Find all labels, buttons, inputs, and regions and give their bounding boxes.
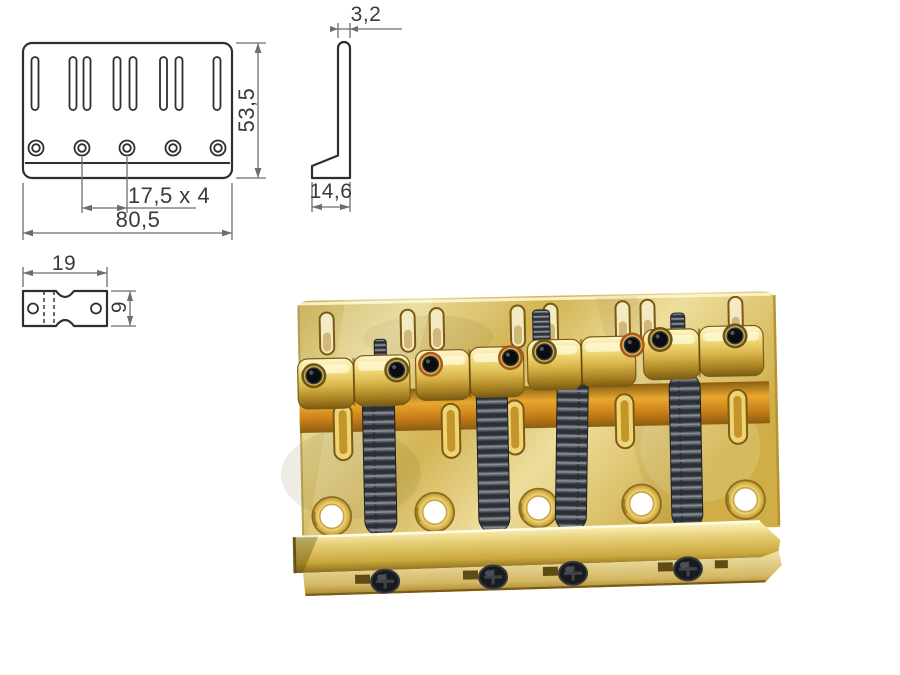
dim-label-hole-spacing: 17,5 x 4 [127,183,211,208]
dim-label-saddle-depth: 9 [108,300,131,314]
dim-label-plate-width: 80,5 [115,207,161,232]
photo-saddles [297,322,765,410]
dim-label-plate-height: 53,5 [234,87,259,133]
photo-springs [361,362,704,536]
photo-tab-slots [332,388,749,462]
dimension-lines-profile [311,23,402,212]
dim-label-base-depth: 14,6 [309,180,353,203]
dim-label-saddle-width: 19 [51,252,77,275]
saddle-top-view-drawing [21,267,136,328]
string-slots [30,56,222,111]
dim-label-wall-thickness: 3,2 [350,3,382,26]
dimension-lines-saddle [22,267,136,327]
dimension-lines-front [22,42,266,240]
product-photo [280,291,782,597]
plate-front-view-drawing [21,41,266,240]
photo-front-lip [292,520,781,574]
mounting-holes [27,139,227,157]
photo-bottom-strip [302,551,782,597]
side-profile-drawing [310,23,402,212]
